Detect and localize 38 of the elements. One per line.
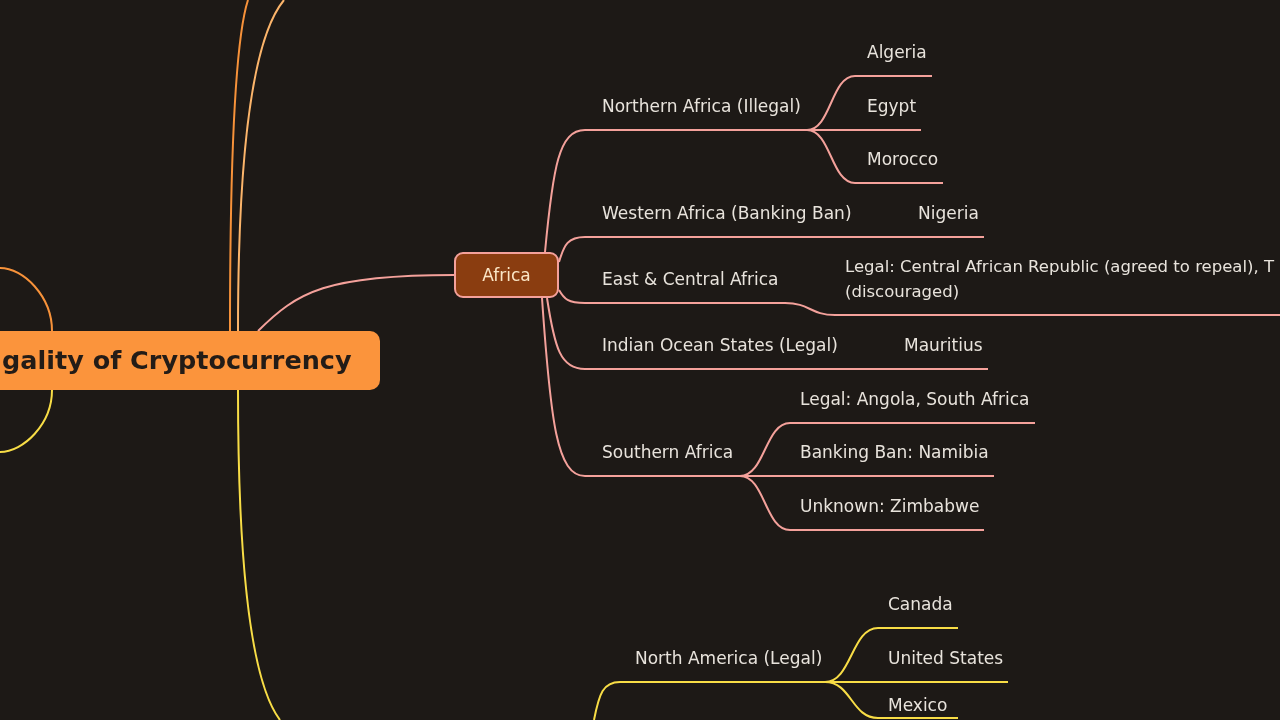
topic-label: Southern Africa: [585, 440, 740, 477]
branch-line: [0, 389, 53, 453]
topic-label: Banking Ban: Namibia: [790, 440, 994, 477]
branch-line: [257, 274, 455, 332]
branch-line: [0, 267, 53, 332]
branch-line: [824, 681, 879, 719]
topic-label: Egypt: [855, 94, 921, 131]
central-topic: gality of Cryptocurrency: [0, 331, 380, 390]
branch-line: [544, 129, 586, 253]
branch-line: [546, 297, 586, 370]
topic-label: Indian Ocean States (Legal): [585, 333, 875, 370]
topic-label: Nigeria: [900, 201, 984, 238]
topic-label: Morocco: [855, 147, 943, 184]
branch-line: [859, 236, 901, 238]
branch-line: [806, 129, 856, 184]
topic-label: Mauritius: [890, 333, 988, 370]
branch-line: [558, 289, 586, 304]
branch-line: [874, 368, 891, 370]
branch-line: [739, 475, 791, 531]
branch-line: [237, 389, 281, 720]
topic-label: Western Africa (Banking Ban): [585, 201, 860, 238]
topic-label: Canada: [878, 592, 958, 629]
topic-label: United States: [878, 646, 1008, 683]
branch-line: [541, 297, 586, 477]
topic-label: Unknown: Zimbabwe: [790, 494, 984, 531]
topic-label: Mexico: [878, 694, 958, 719]
topic-label: Legal: Angola, South Africa: [790, 387, 1035, 424]
topic-box: Africa: [454, 252, 559, 298]
branch-line: [237, 0, 285, 332]
branch-line: [784, 302, 836, 316]
topic-label: Legal: Central African Republic (agreed to repeal), T (discouraged): [835, 254, 1280, 316]
branch-line: [593, 681, 621, 720]
branch-line: [558, 236, 586, 263]
topic-label: East & Central Africa: [585, 267, 785, 304]
topic-label: Algeria: [855, 40, 932, 77]
topic-label: North America (Legal): [620, 646, 825, 683]
branch-line: [229, 0, 249, 332]
topic-label: Northern Africa (Illegal): [585, 94, 807, 131]
